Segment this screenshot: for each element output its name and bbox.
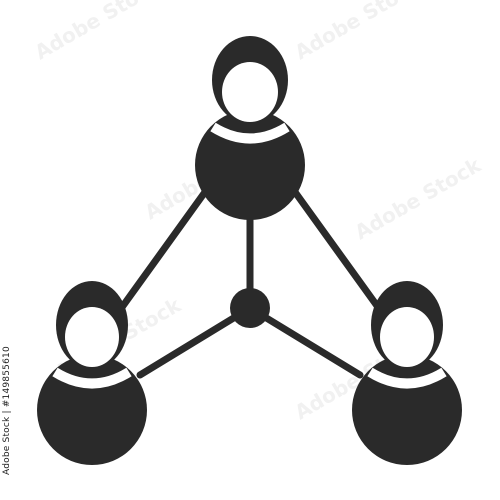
svg-text:Adobe Stock: Adobe Stock (31, 0, 166, 64)
stock-id-label: Adobe Stock | #149855610 (2, 346, 12, 475)
person-right-icon (352, 281, 462, 465)
person-left-icon (37, 281, 147, 465)
svg-text:Adobe Stock: Adobe Stock (291, 0, 426, 64)
svg-text:Adobe Stock: Adobe Stock (351, 153, 486, 245)
person-top-icon (195, 36, 305, 220)
hub-node (230, 288, 270, 328)
